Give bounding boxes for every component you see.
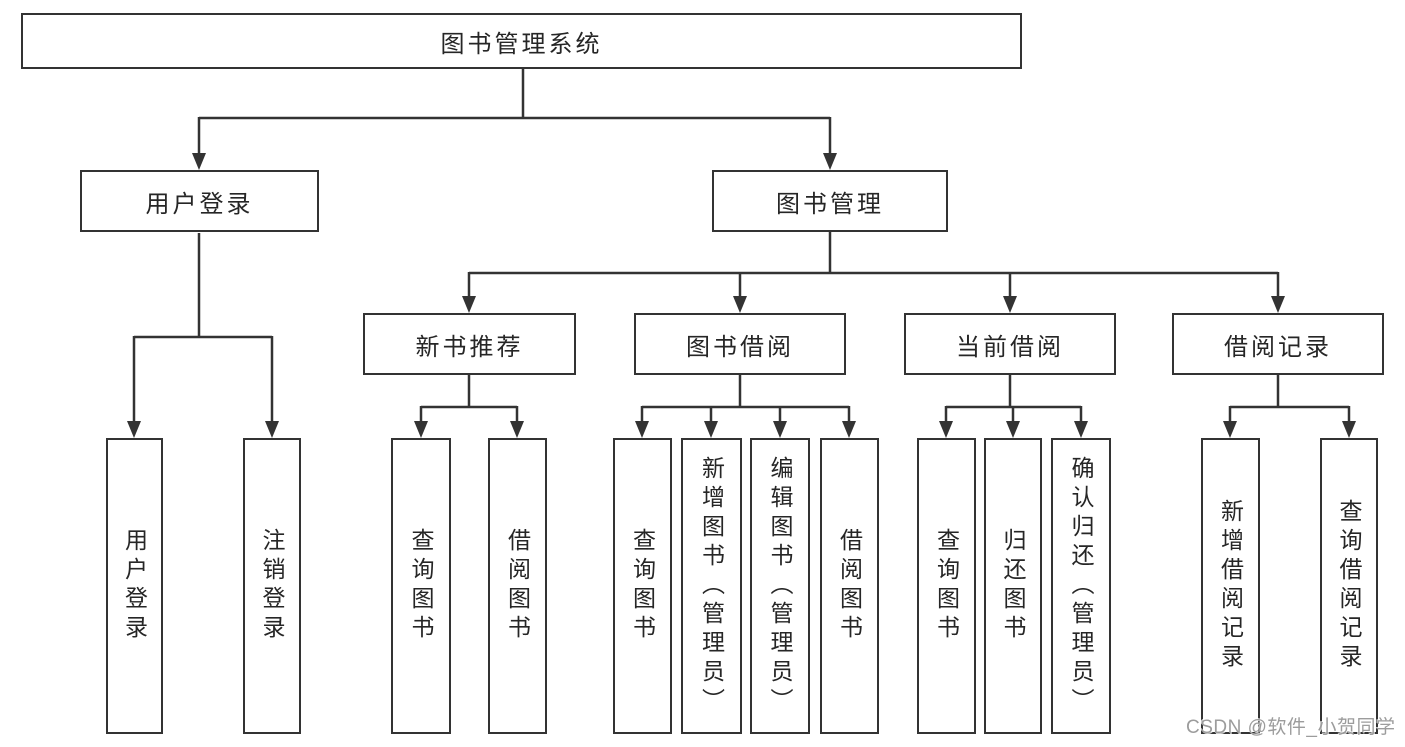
leaf-borrowing-edit-books-admin: 编辑图书（管理员）: [750, 438, 810, 734]
arrowheads: [127, 153, 1356, 438]
leaf-borrowing-borrow-books: 借阅图书: [820, 438, 879, 734]
leaf-records-query-record: 查询借阅记录: [1320, 438, 1378, 734]
leaf-current-return-books: 归还图书: [984, 438, 1042, 734]
leaf-recommend-query-books: 查询图书: [391, 438, 451, 734]
node-user-login: 用户登录: [80, 170, 319, 232]
node-book-management: 图书管理: [712, 170, 948, 232]
leaf-borrowing-add-books-admin: 新增图书（管理员）: [681, 438, 742, 734]
leaf-recommend-borrow-books: 借阅图书: [488, 438, 547, 734]
node-borrowing-records: 借阅记录: [1172, 313, 1384, 375]
node-new-book-recommendation: 新书推荐: [363, 313, 576, 375]
leaf-user-login: 用户登录: [106, 438, 163, 734]
node-library-management-system: 图书管理系统: [21, 13, 1022, 69]
leaf-current-query-books: 查询图书: [917, 438, 976, 734]
node-current-borrowing: 当前借阅: [904, 313, 1116, 375]
csdn-watermark: CSDN @软件_小贺同学: [1186, 717, 1396, 738]
connector-stems: [132, 69, 1351, 424]
leaf-records-add-record: 新增借阅记录: [1201, 438, 1260, 734]
leaf-borrowing-query-books: 查询图书: [613, 438, 672, 734]
leaf-current-confirm-return-admin: 确认归还（管理员）: [1051, 438, 1111, 734]
leaf-logout: 注销登录: [243, 438, 301, 734]
node-book-borrowing: 图书借阅: [634, 313, 846, 375]
